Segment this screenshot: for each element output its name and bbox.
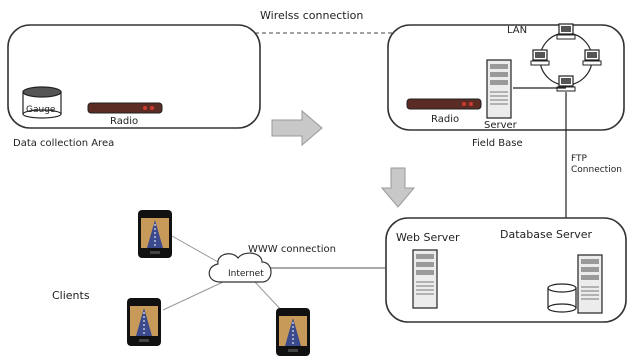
data-collection-area-box — [7, 24, 261, 129]
clients-label: Clients — [52, 289, 90, 302]
database-server-label: Database Server — [500, 228, 593, 241]
computer-icon — [530, 49, 550, 66]
cloud-icon — [208, 252, 272, 283]
database-server-icon — [577, 254, 603, 314]
data-collection-area-label: Data collection Area — [13, 138, 114, 149]
computer-icon — [582, 49, 602, 66]
smartphone-icon — [137, 209, 173, 259]
database-icon — [547, 283, 577, 313]
radio-icon — [87, 102, 163, 114]
server-icon — [486, 59, 512, 119]
smartphone-icon — [275, 307, 311, 356]
web-server-icon — [412, 249, 438, 309]
server-label: Server — [484, 120, 518, 131]
internet-links — [162, 235, 386, 313]
radio-icon — [406, 98, 482, 110]
wireless-connection-label: Wirelss connection — [260, 9, 363, 22]
right-arrow-icon — [271, 109, 323, 147]
ftp-label-line2: Connection — [571, 165, 622, 175]
computer-icon — [556, 23, 576, 40]
www-connection-label: WWW connection — [248, 244, 336, 255]
radio-label-right: Radio — [431, 114, 459, 125]
gauge-icon — [22, 86, 62, 119]
lan-label: LAN — [507, 25, 527, 36]
field-base-label: Field Base — [472, 138, 523, 149]
ftp-label-line1: FTP — [571, 154, 588, 164]
internet-label: Internet — [228, 269, 264, 279]
web-server-label: Web Server — [396, 231, 460, 244]
down-arrow-icon — [380, 167, 416, 208]
computer-icon — [556, 75, 576, 92]
gauge-label: Gauge — [26, 105, 56, 115]
smartphone-icon — [126, 297, 162, 347]
lan-network — [513, 23, 602, 92]
radio-label-left: Radio — [110, 116, 138, 127]
